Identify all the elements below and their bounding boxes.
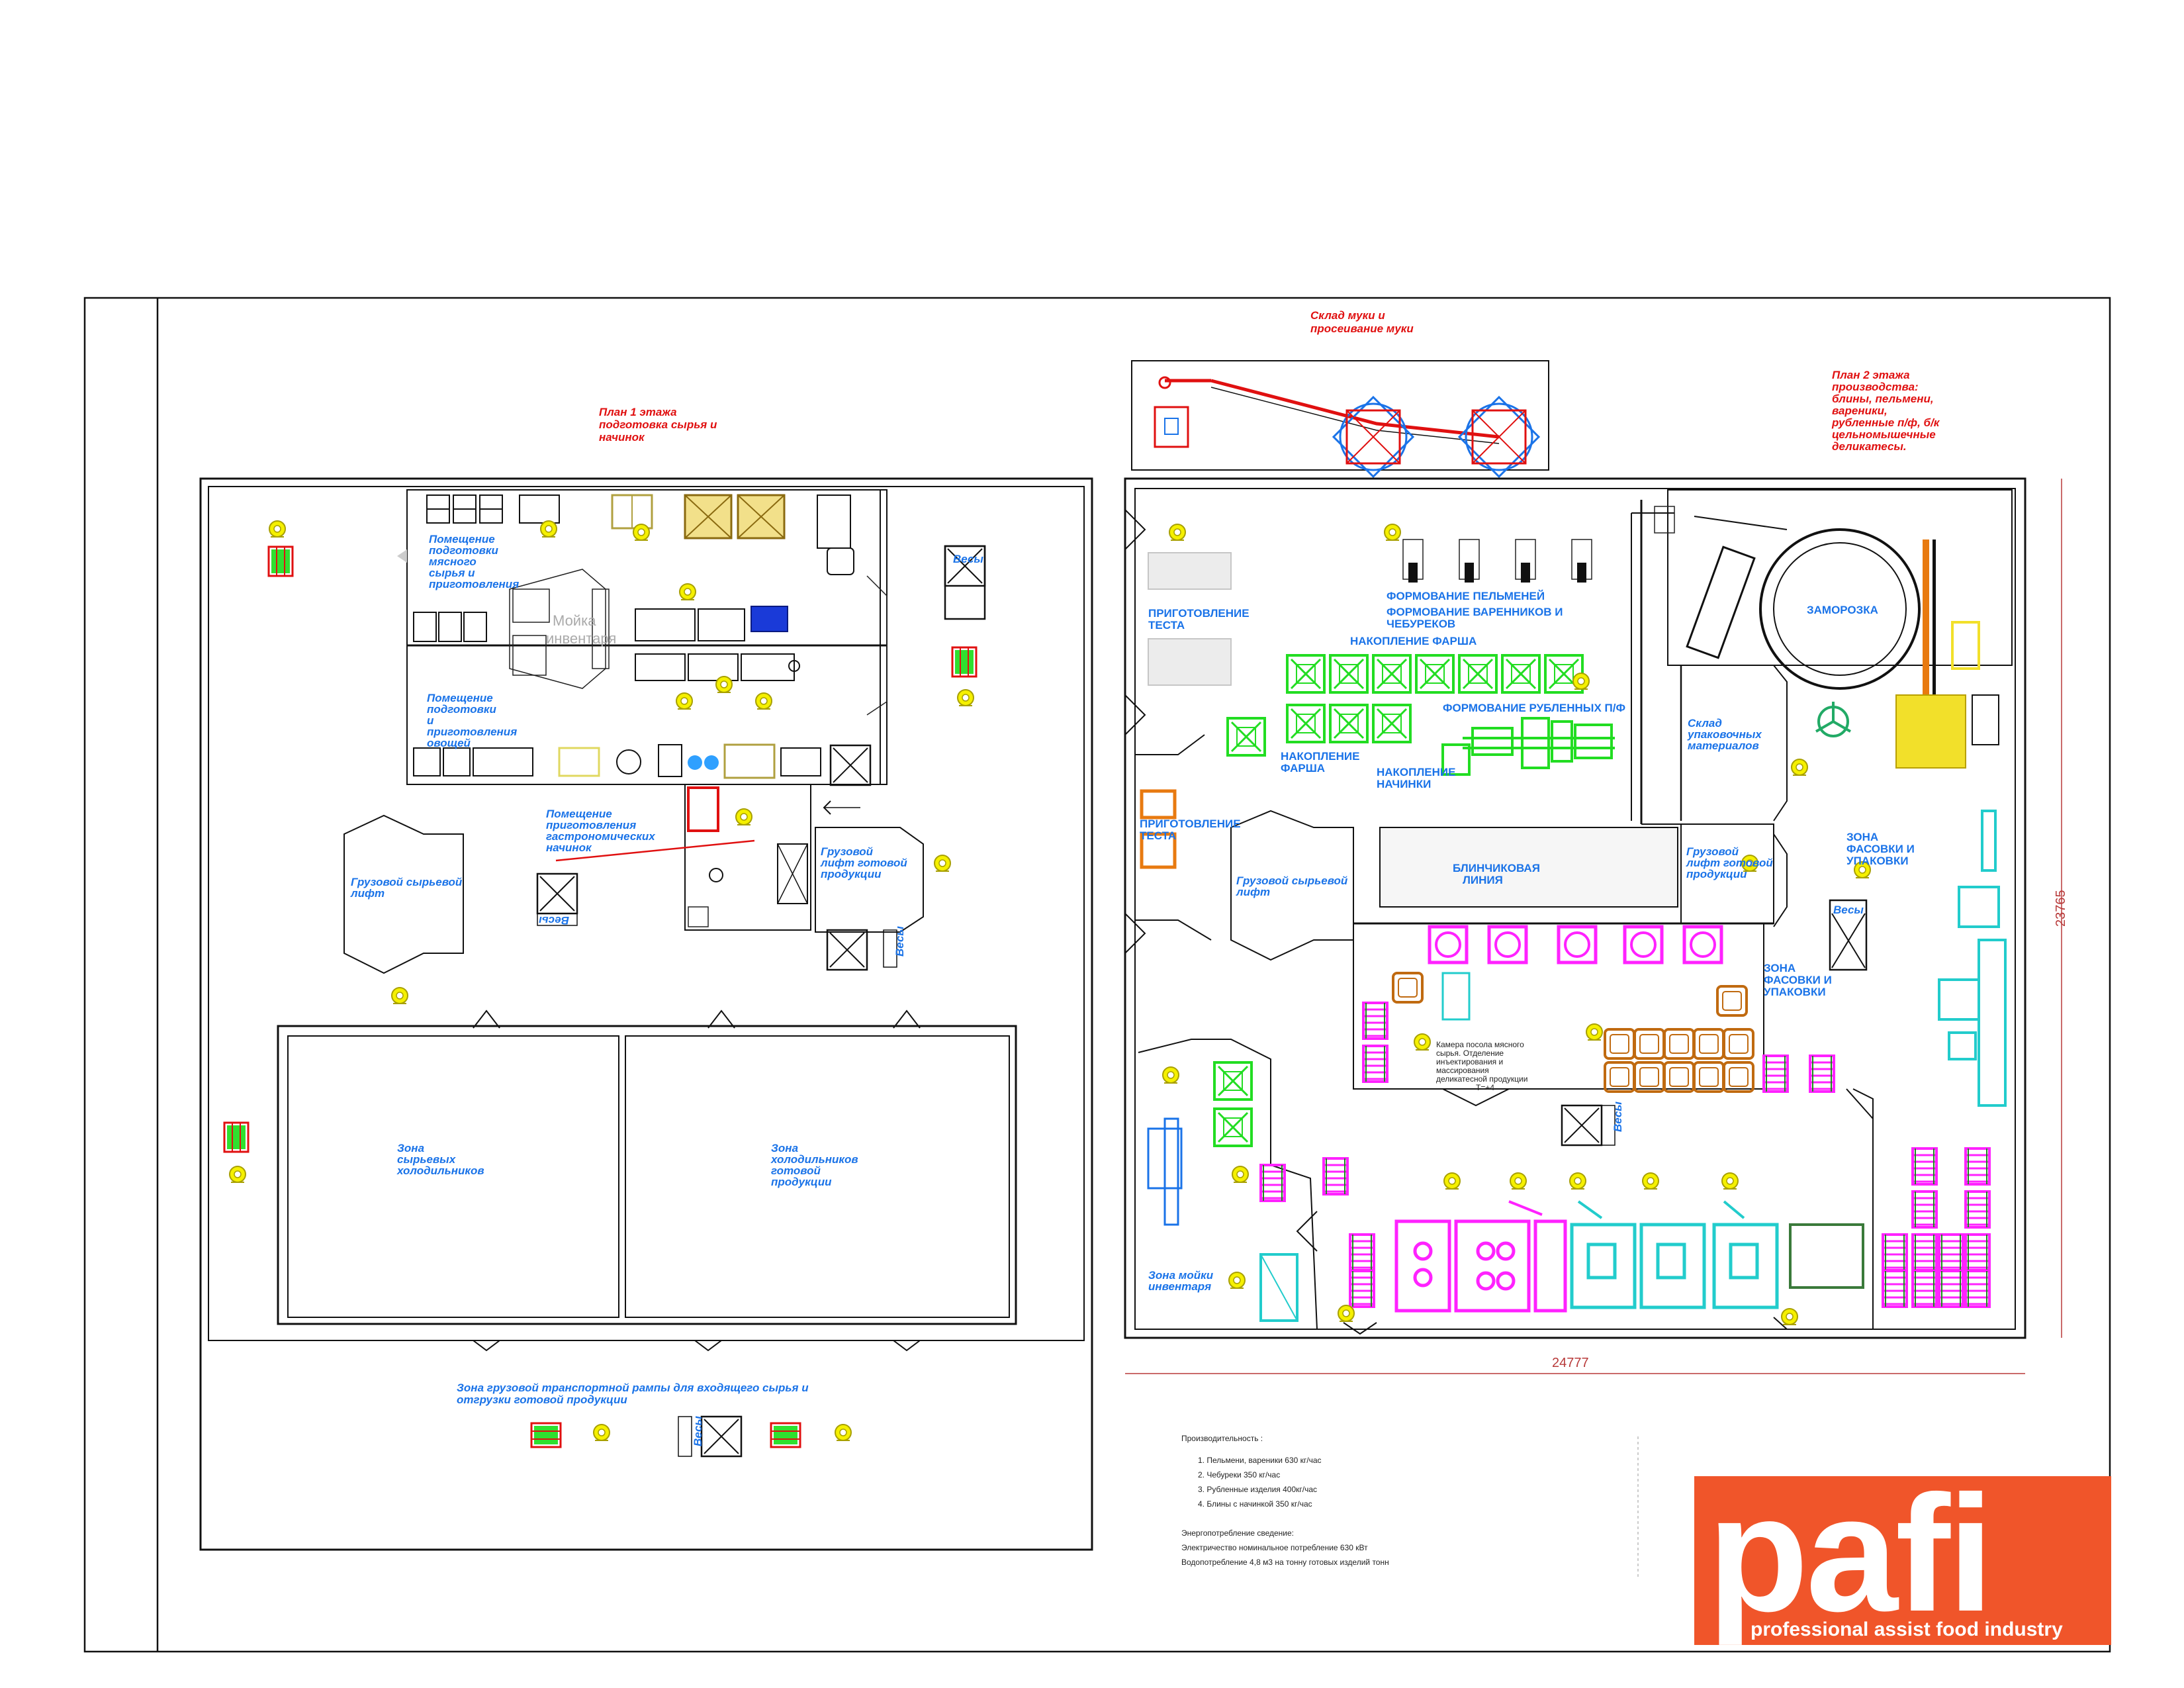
room-meat-prep-label: Помещение подготовки мясного сырья и при… bbox=[429, 533, 519, 590]
room-gastro-label: Помещение приготовления гастрономических… bbox=[546, 808, 658, 854]
raw-lift-label-1: Грузовой сырьевой лифт bbox=[350, 876, 465, 900]
energy-line-2: Водопотребление 4,8 м3 на тонну готовых … bbox=[1181, 1558, 1389, 1567]
floor-2-plan: 24777 23765 bbox=[1124, 309, 2068, 1579]
floor-1-title: План 1 этажа подготовка сырья и начинок bbox=[599, 406, 720, 444]
scales-label-2: Весы bbox=[692, 1416, 704, 1446]
wash-room-label-1: Мойка инвентаря bbox=[546, 612, 616, 647]
dimension-width: 24777 bbox=[1552, 1356, 1589, 1370]
loading-ramp-label: Зона грузовой транспортной рампы для вхо… bbox=[457, 1382, 811, 1406]
productivity-item-4: 4. Блины с начинкой 350 кг/час bbox=[1198, 1499, 1312, 1509]
freight-lift-raw bbox=[343, 814, 464, 974]
zone-dough-2: ПРИГОТОВЛЕНИЕ ТЕСТА bbox=[1140, 818, 1244, 842]
pafi-logo: pafi professional assist food industry bbox=[1694, 1471, 2111, 1645]
zone-packaging-storage: Склад упаковочных материалов bbox=[1687, 717, 1765, 752]
productivity-item-3: 3. Рубленные изделия 400кг/час bbox=[1198, 1485, 1317, 1494]
zone-dumpling-forming: ФОРМОВАНИЕ ПЕЛЬМЕНЕЙ bbox=[1387, 590, 1545, 602]
dimension-height: 23765 bbox=[2054, 890, 2068, 927]
logo-wordmark: pafi bbox=[1707, 1461, 1993, 1646]
zone-pancake-line: БЛИНЧИКОВАЯ ЛИНИЯ bbox=[1453, 862, 1543, 886]
zone-vareniki-forming: ФОРМОВАНИЕ ВАРЕННИКОВ И ЧЕБУРЕКОВ bbox=[1387, 606, 1566, 630]
logo-tagline: professional assist food industry bbox=[1751, 1618, 2063, 1640]
scales-label-3: Весы bbox=[539, 914, 569, 927]
zone-filling-accum: НАКОПЛЕНИЕ НАЧИНКИ bbox=[1377, 766, 1459, 790]
productivity-item-1: 1. Пельмени, вареники 630 кг/час bbox=[1198, 1456, 1322, 1465]
zone-packing-1: ЗОНА ФАСОВКИ И УПАКОВКИ bbox=[1846, 831, 1918, 867]
zone-mince-accum-1: НАКОПЛЕНИЕ ФАРША bbox=[1350, 635, 1477, 647]
salting-chamber-label: Камера посола мясного сырья. Отделение и… bbox=[1436, 1040, 1530, 1092]
room-veg-prep-label: Помещение подготовки и приготовления ово… bbox=[427, 692, 520, 749]
raw-lift-label-2: Грузовой сырьевой лифт bbox=[1236, 874, 1351, 898]
floor-1-plan: План 1 этажа подготовка сырья и начинок … bbox=[199, 406, 1093, 1551]
energy-line-1: Электричество номинальное потребление 63… bbox=[1181, 1543, 1368, 1552]
zone-chopped-forming: ФОРМОВАНИЕ РУБЛЕННЫХ П/Ф bbox=[1443, 702, 1625, 714]
zone-dough-1: ПРИГОТОВЛЕНИЕ ТЕСТА bbox=[1148, 607, 1252, 632]
energy-title: Энергопотребление сведение: bbox=[1181, 1528, 1294, 1538]
scales-label-6: Весы bbox=[1612, 1102, 1624, 1132]
drawing-border bbox=[83, 297, 2111, 1653]
zone-wash-inventory: Зона мойки инвентаря bbox=[1148, 1269, 1216, 1293]
zone-freezing: ЗАМОРОЗКА bbox=[1807, 604, 1878, 616]
zone-mince-accum-2: НАКОПЛЕНИЕ ФАРША bbox=[1281, 750, 1363, 774]
productivity-title: Производительность : bbox=[1181, 1434, 1263, 1443]
zone-packing-2: ЗОНА ФАСОВКИ И УПАКОВКИ bbox=[1764, 962, 1835, 998]
floor-2-title: План 2 этажа производства: блины, пельме… bbox=[1831, 369, 1942, 453]
product-fridges-label: Зона холодильников готовой продукции bbox=[770, 1142, 861, 1188]
product-lift-label-2: Грузовой лифт готовой продукции bbox=[1686, 845, 1776, 880]
product-lift-label-1: Грузовой лифт готовой продукции bbox=[820, 845, 911, 880]
flour-storage-title: Склад муки и просеивание муки bbox=[1310, 309, 1414, 335]
scales-label-1: Весы bbox=[953, 553, 983, 565]
raw-fridges-label: Зона сырьевых холодильников bbox=[396, 1142, 484, 1177]
scales-label-4: Весы bbox=[893, 926, 906, 957]
productivity-item-2: 2. Чебуреки 350 кг/час bbox=[1198, 1470, 1280, 1479]
scales-label-5: Весы bbox=[1833, 904, 1864, 916]
